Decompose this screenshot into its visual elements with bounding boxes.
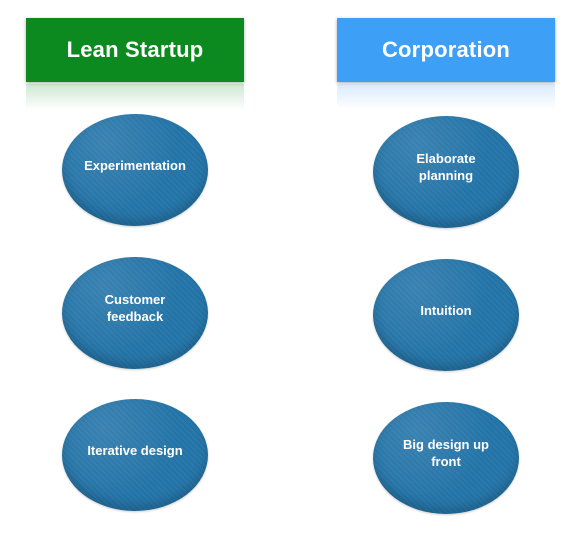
lean-startup-header-label: Lean Startup — [66, 37, 204, 62]
lean-startup-column: Lean Startup Experimentation Customer fe… — [0, 0, 260, 558]
node-elaborate-planning-label: Elaborate planning — [416, 151, 476, 183]
node-intuition-label: Intuition — [420, 302, 472, 318]
node-customer-feedback: Customer feedback — [62, 257, 208, 369]
node-iterative-design: Iterative design — [62, 399, 208, 511]
corporation-header-reflection — [337, 84, 555, 110]
lean-startup-header: Lean Startup — [26, 18, 244, 82]
corporation-header-label: Corporation — [381, 37, 511, 62]
corporation-column: Corporation Elaborate planning Intuition… — [311, 0, 571, 558]
corporation-header: Corporation — [337, 18, 555, 82]
node-big-design-up-front: Big design up front — [373, 402, 519, 514]
node-experimentation-label: Experimentation — [84, 157, 186, 173]
node-experimentation: Experimentation — [62, 114, 208, 226]
node-elaborate-planning: Elaborate planning — [373, 116, 519, 228]
node-big-design-up-front-label: Big design up front — [403, 437, 489, 469]
node-intuition: Intuition — [373, 259, 519, 371]
lean-startup-header-reflection — [26, 84, 244, 110]
node-customer-feedback-label: Customer feedback — [104, 292, 166, 324]
node-iterative-design-label: Iterative design — [87, 442, 183, 458]
